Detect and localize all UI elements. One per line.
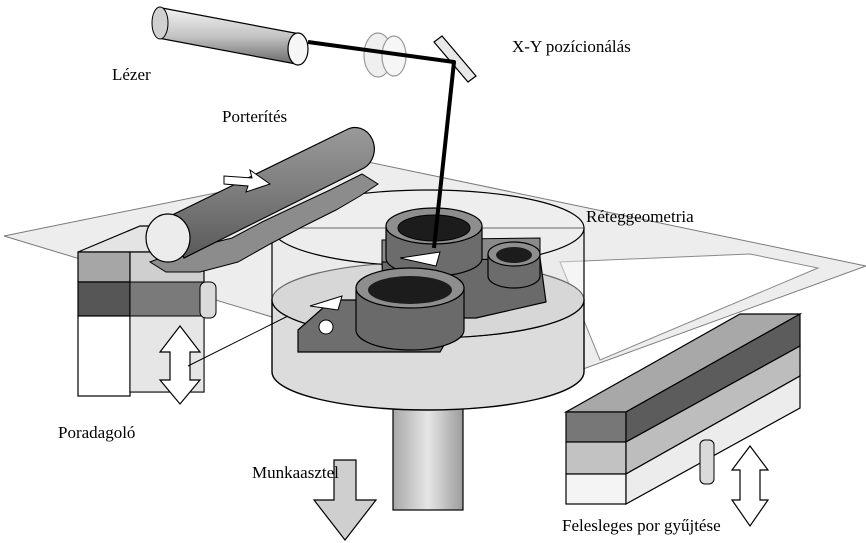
laser-label: Lézer bbox=[112, 65, 151, 84]
part-hole bbox=[318, 319, 334, 335]
spread-powder bbox=[148, 173, 379, 273]
optics-lenses bbox=[363, 32, 407, 78]
roller bbox=[145, 126, 375, 263]
plane-window bbox=[559, 253, 820, 361]
laser-beam bbox=[307, 40, 456, 249]
feeder-motion-arrow bbox=[158, 325, 202, 405]
laser-tube bbox=[151, 6, 309, 66]
powder-feeder-block bbox=[77, 225, 247, 397]
collector-motion-arrow bbox=[730, 445, 770, 528]
spread-direction-arrow bbox=[223, 168, 272, 193]
powder-spreading-label: Porterítés bbox=[222, 107, 287, 126]
work-piston-column bbox=[392, 397, 464, 511]
excess-powder-collector bbox=[563, 312, 803, 506]
xy-positioning-label: X-Y pozícionálás bbox=[512, 37, 631, 56]
scanning-mirror bbox=[433, 35, 477, 83]
feeder-leader-line bbox=[187, 315, 289, 367]
powder-feeder-label: Poradagoló bbox=[58, 423, 135, 442]
part-geometry bbox=[297, 207, 547, 353]
work-piston-down-arrow bbox=[312, 459, 378, 541]
layer-geometry-label: Réteggeometria bbox=[586, 207, 694, 226]
excess-powder-label: Felesleges por gyűjtése bbox=[562, 516, 721, 535]
work-piston-label: Munkaasztel bbox=[252, 463, 339, 482]
